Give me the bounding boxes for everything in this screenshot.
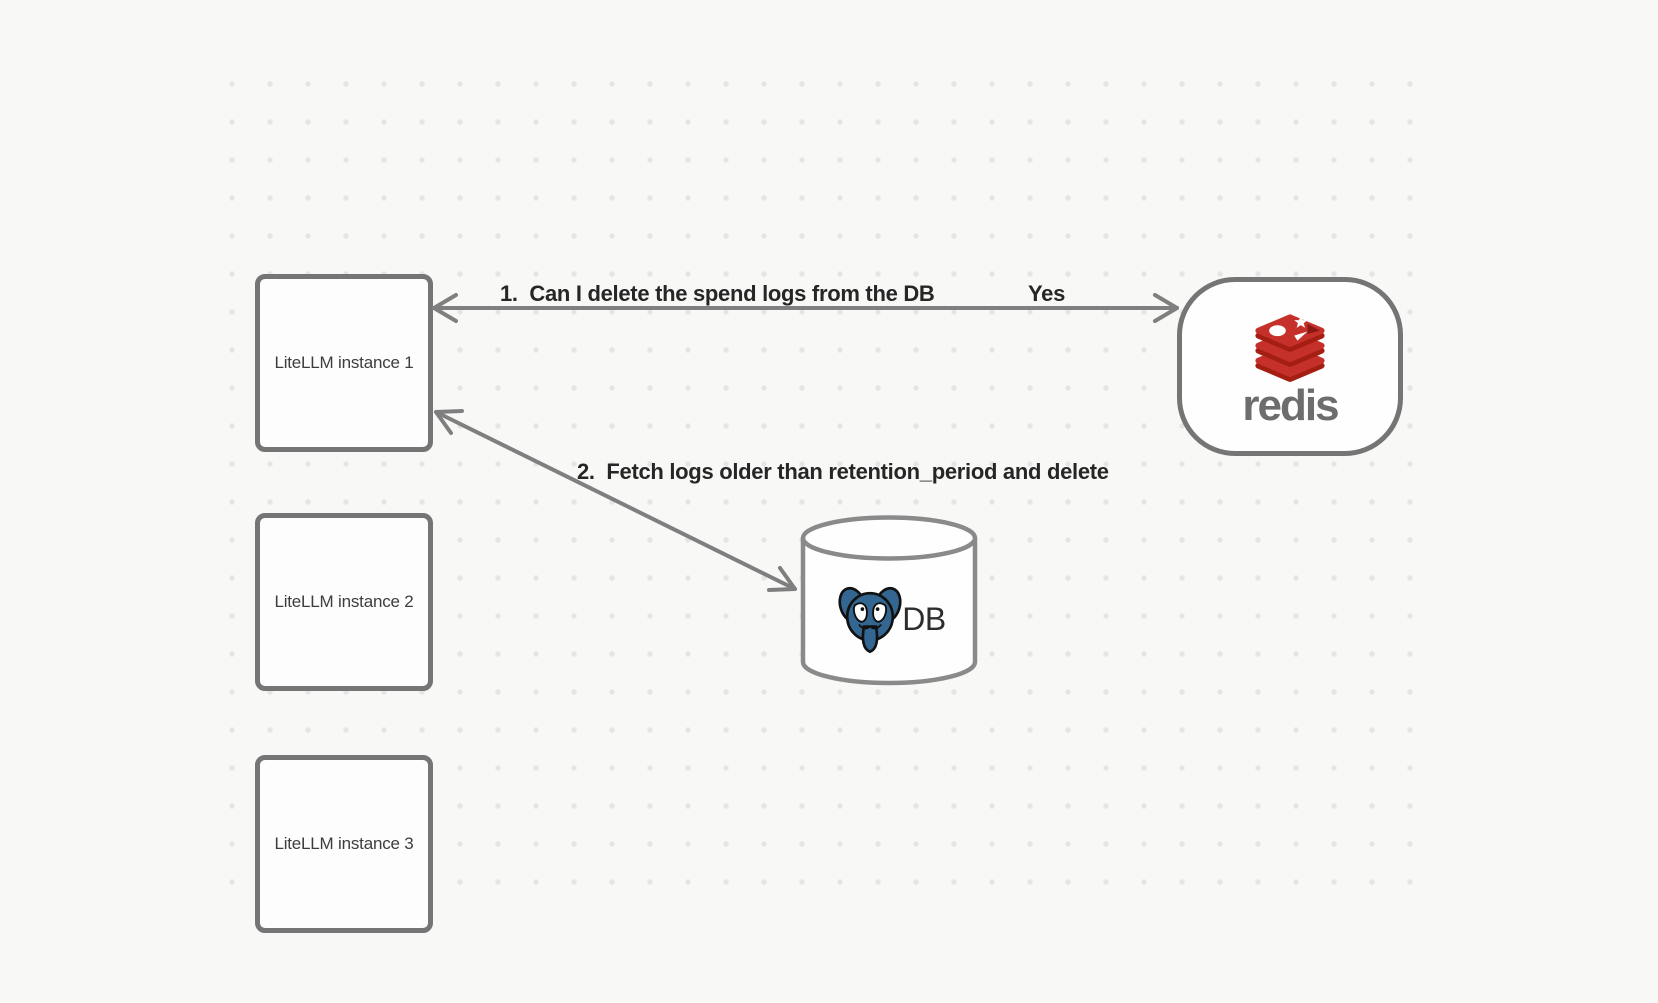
node-label: LiteLLM instance 2 (274, 592, 414, 611)
database-cylinder-icon (800, 515, 978, 686)
postgresql-elephant-icon (838, 586, 902, 654)
node-label: LiteLLM instance 1 (274, 353, 414, 372)
node-db[interactable]: DB (800, 515, 978, 687)
node-label: LiteLLM instance 3 (274, 834, 414, 853)
node-litellm-instance-2[interactable]: LiteLLM instance 2 (255, 513, 433, 691)
db-label: DB (902, 600, 946, 637)
node-litellm-instance-3[interactable]: LiteLLM instance 3 (255, 755, 433, 933)
arrow-1-answer: Yes (1028, 281, 1066, 306)
arrow-2-label: 2. Fetch logs older than retention_perio… (577, 459, 1109, 484)
arrow-1-label: 1. Can I delete the spend logs from the … (500, 281, 935, 306)
node-redis[interactable]: redis (1177, 277, 1403, 456)
redis-logo-icon (1255, 314, 1325, 382)
redis-wordmark: redis (1242, 380, 1339, 430)
node-litellm-instance-1[interactable]: LiteLLM instance 1 (255, 274, 433, 452)
